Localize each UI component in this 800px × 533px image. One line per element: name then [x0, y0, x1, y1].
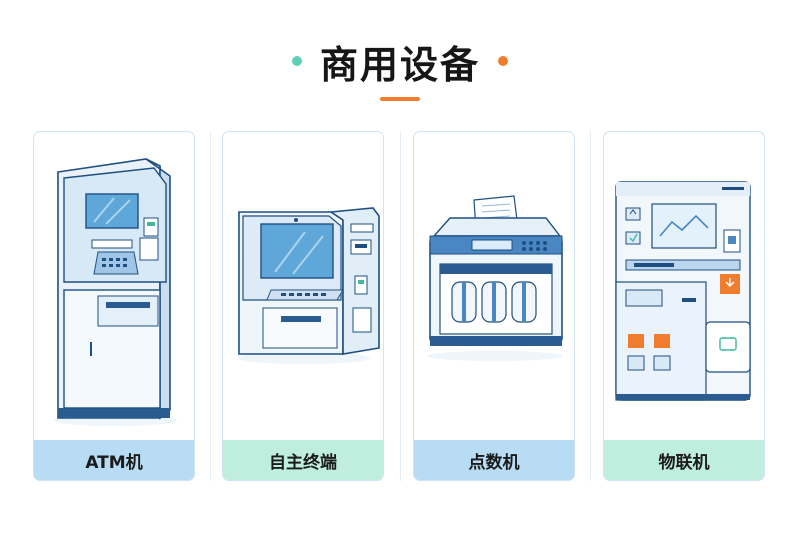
card-label: 点数机 [414, 440, 574, 480]
header: 商用设备 [0, 36, 800, 87]
card-atm[interactable]: ATM机 [33, 131, 195, 481]
card-money-counter[interactable]: 点数机 [413, 131, 575, 481]
atm-machine-icon [53, 158, 177, 426]
card-label: ATM机 [34, 440, 194, 480]
iot-kiosk-icon [615, 181, 751, 401]
card-label: 自主终端 [223, 440, 383, 480]
money-counter-icon [427, 195, 563, 361]
page-title: 商用设备 [319, 42, 480, 87]
title-underline [380, 97, 420, 101]
divider [590, 131, 591, 481]
left-dot-icon [291, 56, 302, 66]
right-dot-icon [498, 56, 508, 66]
card-iot-kiosk[interactable]: 物联机 [603, 131, 765, 481]
card-self-service-terminal[interactable]: 自主终端 [222, 131, 384, 481]
card-label: 物联机 [604, 440, 764, 480]
divider [400, 131, 401, 481]
divider [210, 131, 211, 481]
self-service-terminal-icon [238, 207, 380, 364]
